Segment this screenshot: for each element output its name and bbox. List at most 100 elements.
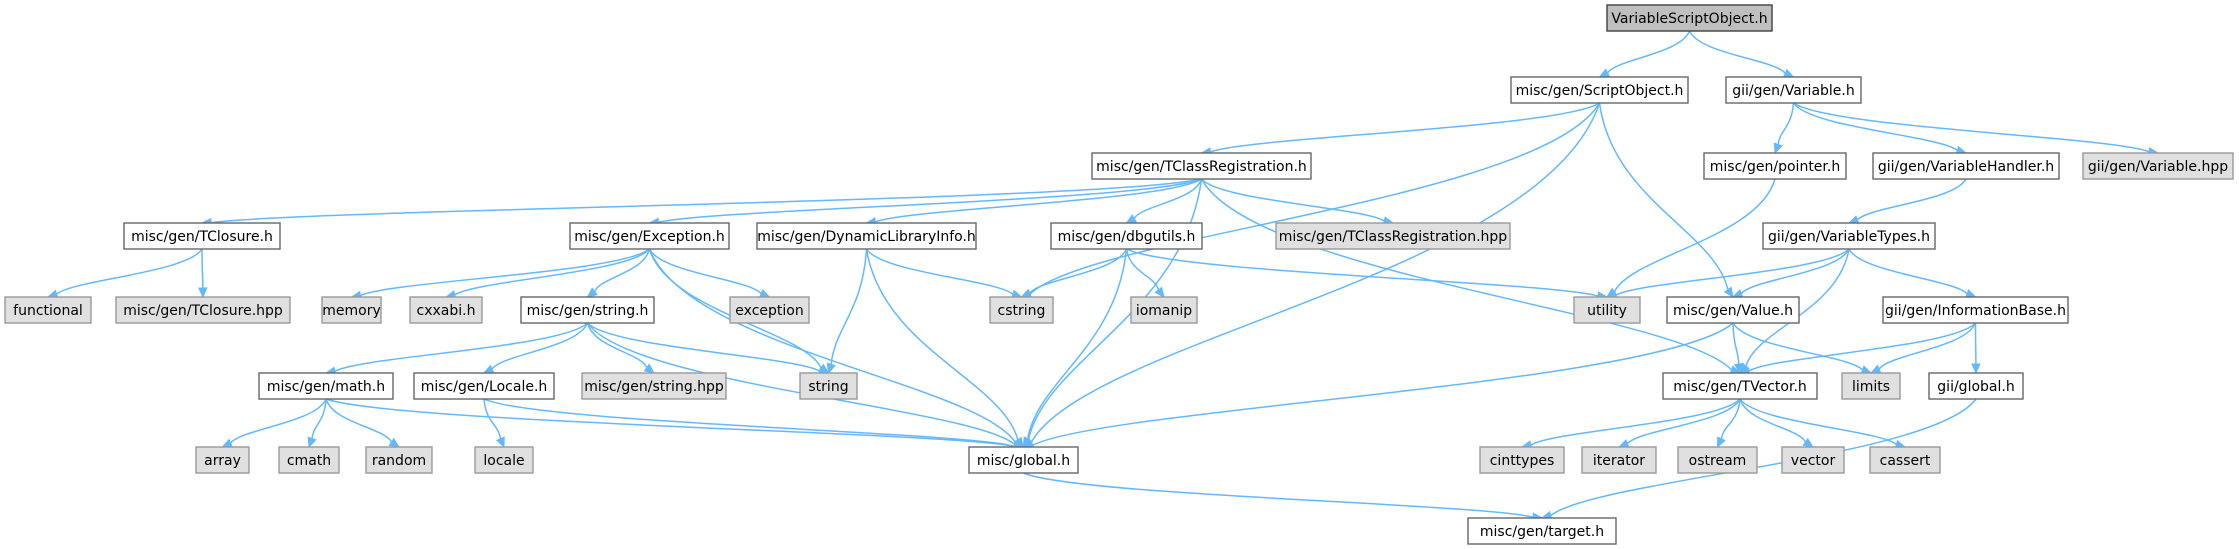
edge-line	[360, 248, 650, 297]
node-tclosurehpp: misc/gen/TClosure.hpp	[115, 296, 291, 324]
node-box	[569, 222, 730, 250]
arrowhead-icon	[1723, 286, 1734, 299]
node-vartypes[interactable]: gii/gen/VariableTypes.h	[1762, 222, 1936, 250]
node-infobase[interactable]: gii/gen/InformationBase.h	[1882, 296, 2069, 324]
edge-line	[1740, 248, 1850, 295]
edge-line	[1615, 248, 1850, 296]
node-math[interactable]: misc/gen/math.h	[258, 372, 394, 400]
node-variablehpp: gii/gen/Variable.hpp	[2082, 152, 2234, 180]
node-exception-h[interactable]: misc/gen/Exception.h	[569, 222, 730, 250]
node-value[interactable]: misc/gen/Value.h	[1666, 296, 1800, 324]
edge-line	[1732, 322, 1740, 365]
node-label: gii/gen/InformationBase.h	[1885, 303, 2066, 319]
edge-line	[875, 178, 1202, 223]
arrowhead-icon	[1802, 437, 1815, 448]
edge-exception-h-to-exception	[648, 248, 771, 298]
node-root[interactable]: VariableScriptObject.h	[1606, 4, 1773, 32]
node-box	[1275, 222, 1511, 250]
node-limits: limits	[1841, 372, 1901, 400]
node-label: utility	[1587, 303, 1627, 319]
node-box	[581, 372, 727, 400]
edge-line	[1688, 30, 1786, 74]
edge-line	[1748, 322, 1977, 372]
edge-tvector-to-ostream	[1716, 398, 1741, 449]
edge-line	[334, 322, 589, 372]
node-dynlib[interactable]: misc/gen/DynamicLibraryInfo.h	[756, 222, 977, 250]
node-label: cinttypes	[1490, 453, 1555, 469]
node-dbgutils[interactable]: misc/gen/dbgutils.h	[1050, 222, 1203, 250]
node-locale-h[interactable]: misc/gen/Locale.h	[413, 372, 555, 400]
edge-line	[1739, 398, 1897, 446]
edge-line	[1613, 178, 1776, 293]
node-gii-global[interactable]: gii/global.h	[1928, 372, 2024, 400]
node-box	[729, 296, 810, 324]
node-box	[1479, 446, 1565, 474]
arrowhead-icon	[758, 289, 771, 298]
edge-string-h-to-string	[586, 322, 830, 376]
node-tvector[interactable]: misc/gen/TVector.h	[1662, 372, 1818, 400]
node-iomanip: iomanip	[1130, 296, 1198, 324]
node-variable[interactable]: gii/gen/Variable.h	[1725, 76, 1862, 104]
node-global[interactable]: misc/global.h	[968, 446, 1079, 474]
arrowhead-icon	[1598, 68, 1611, 78]
node-box	[1130, 296, 1198, 324]
node-label: misc/gen/Value.h	[1673, 303, 1793, 319]
edge-value-to-global	[1022, 322, 1734, 451]
edge-scriptobj-to-value	[1598, 102, 1734, 299]
edge-line	[1626, 398, 1741, 445]
nodes-layer: VariableScriptObject.h misc/gen/ScriptObj…	[4, 4, 2234, 545]
node-utility: utility	[1573, 296, 1641, 324]
node-box	[1573, 296, 1641, 324]
edge-root-to-scriptobj	[1598, 30, 1691, 78]
node-cmath: cmath	[278, 446, 340, 474]
edge-dbgutils-to-utility	[1126, 248, 1609, 301]
node-varhandler[interactable]: gii/gen/VariableHandler.h	[1872, 152, 2060, 180]
edge-global-to-target	[1023, 472, 1544, 522]
arrowhead-icon	[1716, 436, 1726, 449]
node-iterator: iterator	[1581, 446, 1657, 474]
node-box	[1725, 76, 1862, 104]
node-label: misc/gen/string.h	[527, 303, 649, 319]
node-tclosure[interactable]: misc/gen/TClosure.h	[123, 222, 281, 250]
edge-dbgutils-to-iomanip	[1125, 248, 1165, 298]
edge-line	[1023, 472, 1534, 518]
edge-line	[1026, 248, 1128, 440]
node-label: misc/gen/TVector.h	[1673, 379, 1807, 395]
edge-tvector-to-vector	[1739, 398, 1815, 448]
edge-line	[1793, 102, 2150, 153]
edge-vartypes-to-infobase	[1848, 248, 1977, 299]
node-array: array	[195, 446, 250, 474]
arrowhead-icon	[307, 436, 317, 449]
node-label: gii/global.h	[1937, 379, 2014, 395]
node-box	[1841, 372, 1901, 400]
node-box	[474, 446, 534, 474]
node-box	[989, 296, 1054, 324]
node-box	[1762, 222, 1936, 250]
node-box	[1677, 446, 1758, 474]
edge-line	[1200, 178, 1385, 222]
node-string-h[interactable]: misc/gen/string.h	[520, 296, 655, 324]
node-box	[1928, 372, 2024, 400]
node-pointer[interactable]: misc/gen/pointer.h	[1703, 152, 1847, 180]
edge-line	[1550, 398, 1977, 517]
node-tclassreg[interactable]: misc/gen/TClassRegistration.h	[1091, 152, 1312, 180]
node-label: cxxabi.h	[417, 303, 476, 319]
node-box	[520, 296, 655, 324]
node-scriptobj[interactable]: misc/gen/ScriptObject.h	[1510, 76, 1689, 104]
node-box	[1666, 296, 1800, 324]
edge-tclassreg-to-tvector	[1200, 178, 1742, 375]
node-label: cassert	[1880, 453, 1931, 469]
node-label: iomanip	[1136, 303, 1192, 319]
edge-line	[586, 322, 648, 368]
edge-line	[830, 248, 868, 365]
edge-string-h-to-math	[324, 322, 589, 376]
node-box	[4, 296, 92, 324]
edge-line	[1030, 102, 1601, 443]
node-label: string	[808, 379, 848, 395]
node-label: locale	[483, 453, 524, 469]
edge-line	[1029, 248, 1128, 294]
arrowhead-icon	[482, 364, 495, 374]
edge-math-to-random	[325, 398, 401, 448]
node-target[interactable]: misc/gen/target.h	[1467, 517, 1617, 545]
